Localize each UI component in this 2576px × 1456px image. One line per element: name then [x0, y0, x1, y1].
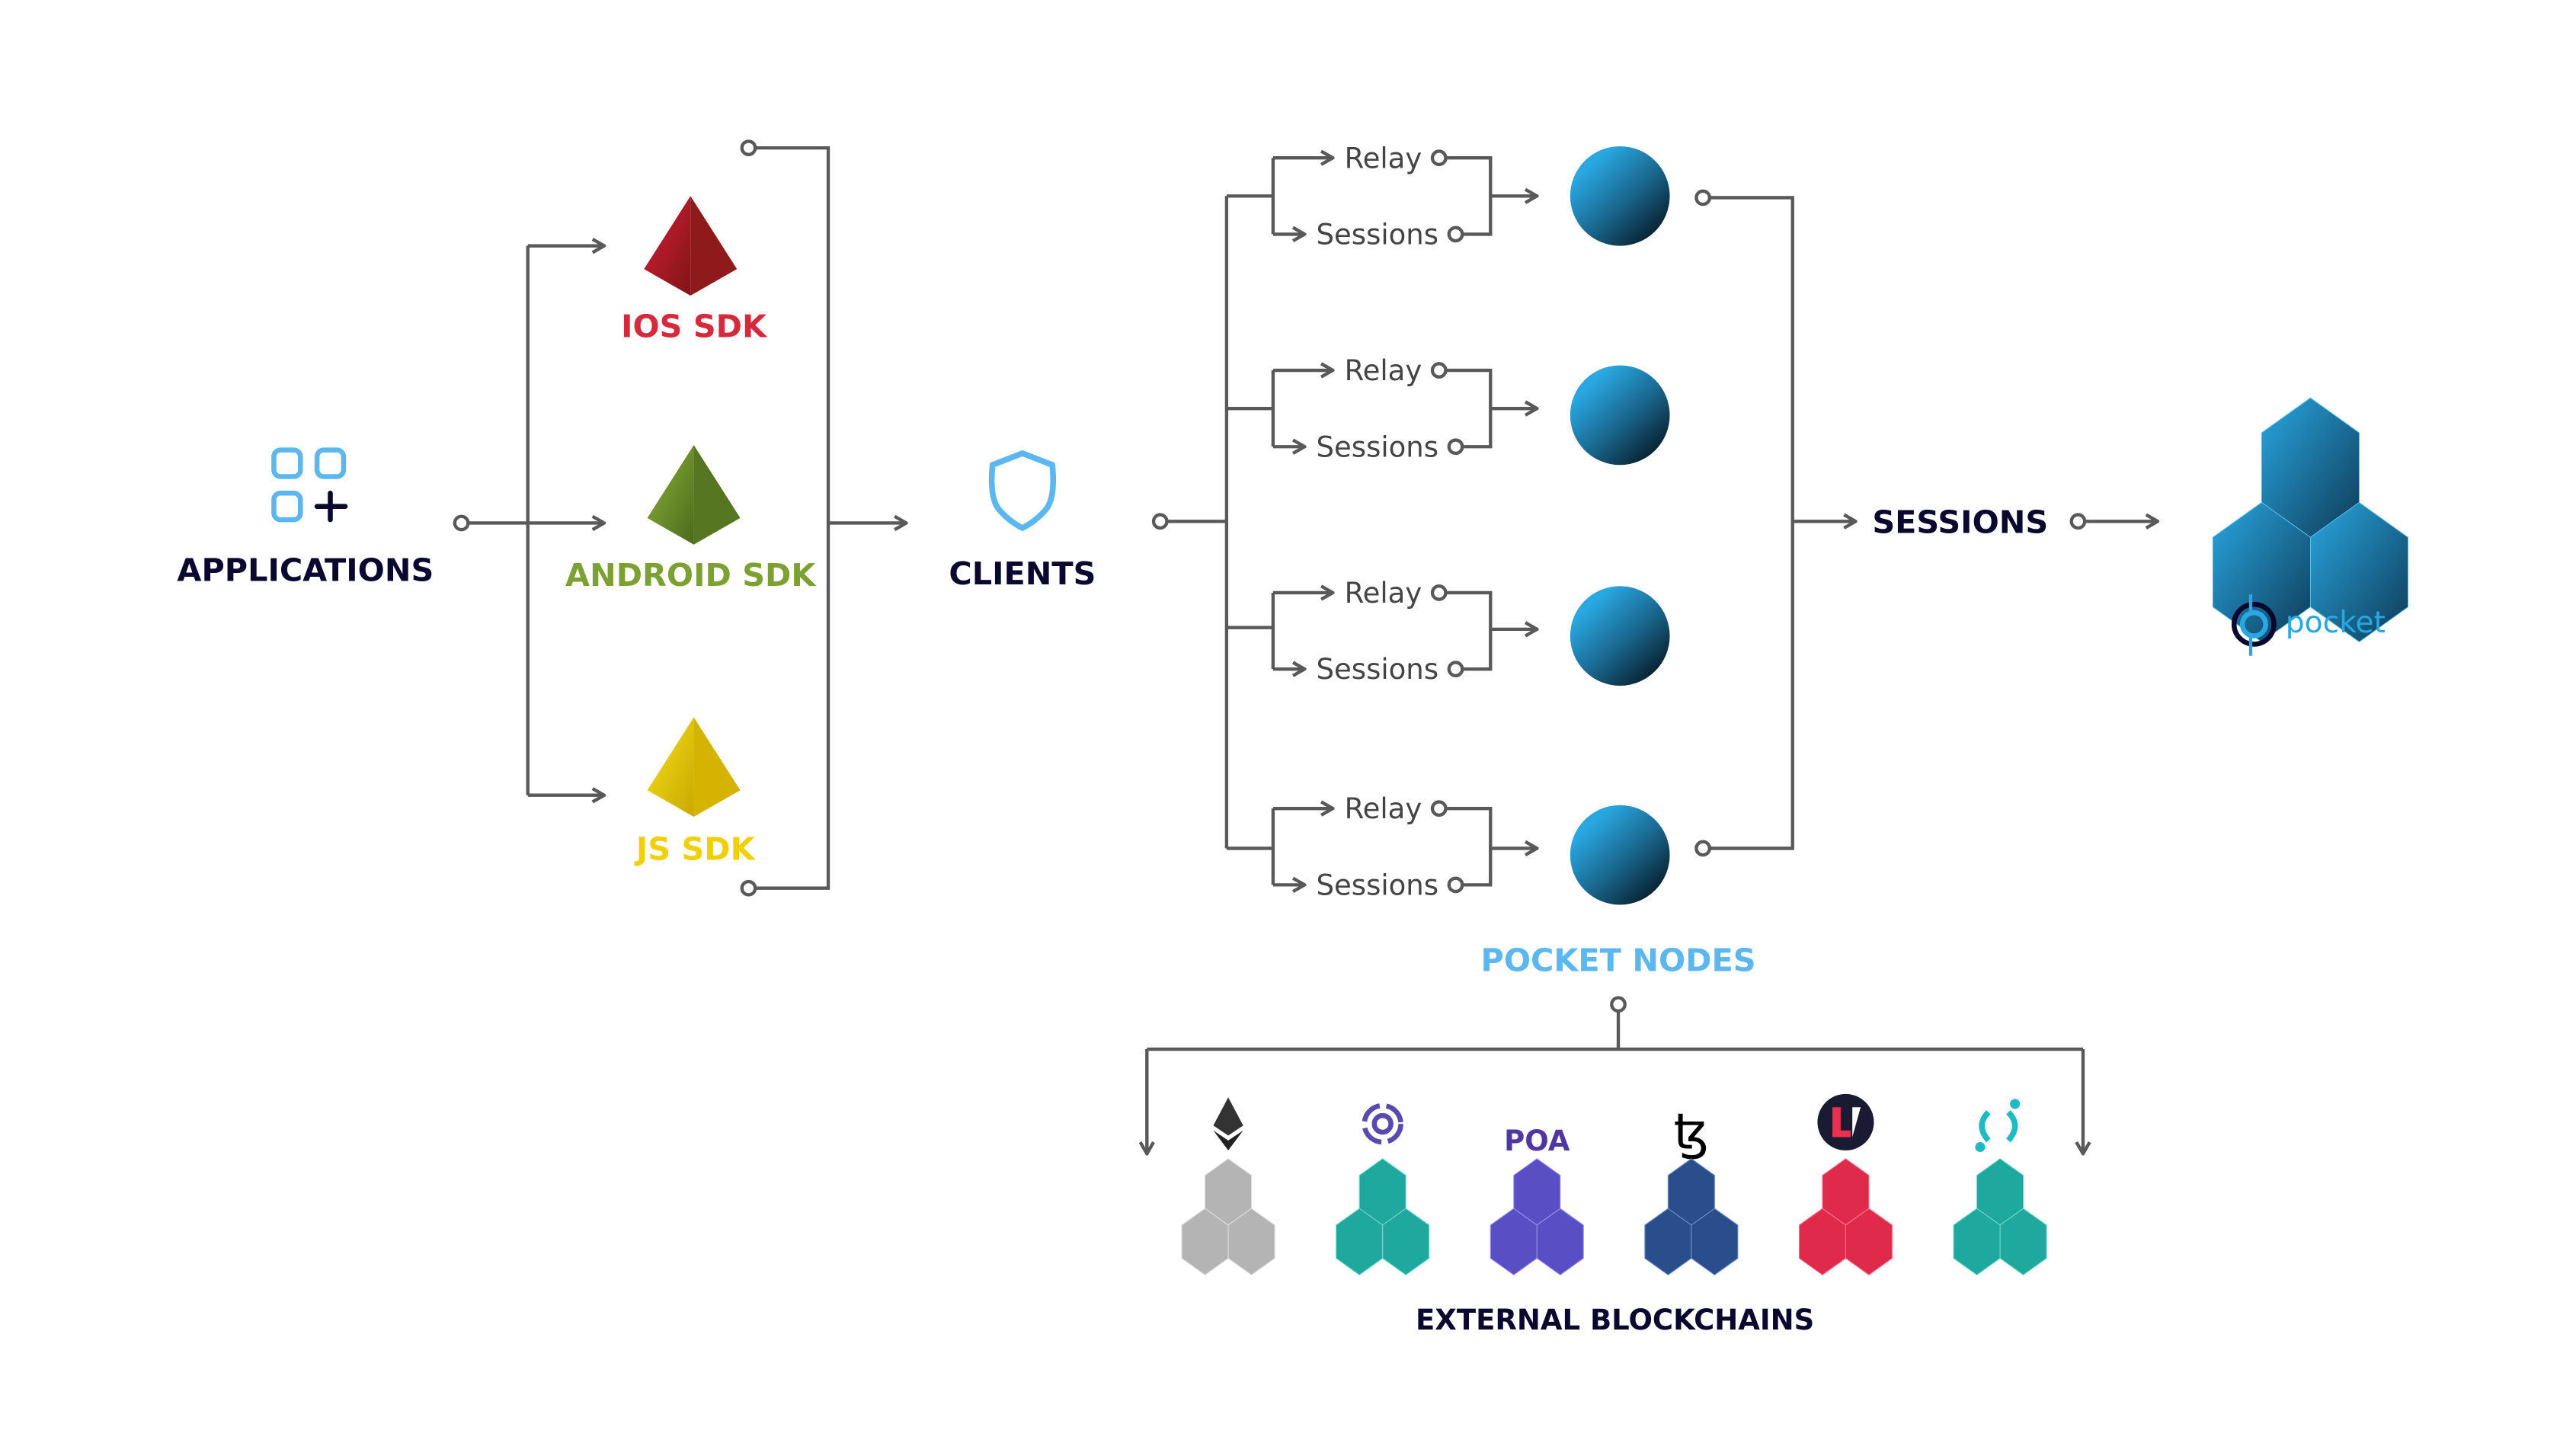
sdk-js: JS SDK [634, 717, 757, 868]
relay-label: Relay [1345, 577, 1422, 610]
chain-cubes [1490, 1157, 1585, 1276]
blockchain-poa: POA [1490, 1125, 1585, 1276]
node-group-2: Relay Sessions [1271, 354, 1670, 466]
chain-cubes [1180, 1157, 1276, 1276]
apps-add-icon [271, 447, 348, 523]
blockchain-ethereum [1180, 1097, 1276, 1276]
clients-node: CLIENTS [949, 450, 1096, 592]
sessions-title: SESSIONS [1872, 504, 2048, 541]
blockchain-aion [1335, 1102, 1430, 1276]
blockchain-icon [1952, 1099, 2048, 1276]
aion-icon [1362, 1102, 1403, 1145]
pocket-node-sphere [1570, 365, 1670, 466]
nodes-to-sessions-connector [1694, 189, 1855, 857]
chain-cubes [1952, 1157, 2048, 1276]
sessions-label: Sessions [1317, 653, 1439, 686]
blockchain-tezos: ꜩ [1643, 1103, 1739, 1276]
js-sdk-label: JS SDK [634, 831, 757, 868]
pocket-node-sphere [1570, 146, 1670, 246]
ethereum-icon [1213, 1097, 1243, 1150]
pocket-nodes-label: POCKET NODES [1481, 942, 1756, 979]
relay-label: Relay [1345, 354, 1422, 387]
applications-label: APPLICATIONS [177, 552, 434, 589]
app-to-sdk-connectors [453, 246, 604, 795]
node-group-1: Relay Sessions [1271, 142, 1670, 251]
chain-cubes [1335, 1157, 1430, 1276]
clients-to-nodes-connector [1151, 194, 1273, 850]
pyramid-icon [644, 196, 738, 296]
pyramid-icon [647, 445, 741, 545]
clients-label: CLIENTS [949, 555, 1096, 592]
icx-icon [1975, 1099, 2021, 1153]
node-group-4: Relay Sessions [1271, 792, 1670, 905]
applications-node: APPLICATIONS [177, 447, 434, 589]
lto-icon [1817, 1093, 1874, 1150]
pocket-node-sphere [1570, 805, 1670, 905]
ios-sdk-label: IOS SDK [621, 308, 768, 344]
android-sdk-label: ANDROID SDK [565, 557, 817, 594]
external-blockchains-label: EXTERNAL BLOCKCHAINS [1416, 1304, 1814, 1336]
sessions-label: Sessions [1317, 869, 1439, 901]
shield-icon [988, 450, 1057, 531]
sdk-ios: IOS SDK [621, 196, 768, 344]
sessions-label: Sessions [1317, 218, 1439, 251]
sessions-to-pocket-connector [2069, 513, 2158, 530]
pocket-node-sphere [1570, 586, 1670, 686]
chain-cubes [1643, 1157, 1739, 1276]
pocket-logo-text: pocket [2286, 606, 2386, 640]
pyramid-icon [647, 717, 741, 818]
sdk-to-clients-connector [740, 139, 907, 897]
nodes-to-blockchains-connector [1147, 996, 2083, 1154]
relay-label: Relay [1345, 142, 1422, 174]
relay-label: Relay [1345, 792, 1422, 825]
sessions-label: Sessions [1317, 430, 1439, 463]
node-group-3: Relay Sessions [1271, 577, 1670, 686]
tezos-icon: ꜩ [1674, 1103, 1709, 1161]
blockchain-lto [1798, 1093, 1893, 1276]
pocket-logo: pocket [2231, 594, 2386, 656]
chain-cubes [1798, 1157, 1893, 1276]
sdk-android: ANDROID SDK [565, 445, 817, 594]
poa-icon: POA [1504, 1125, 1570, 1157]
